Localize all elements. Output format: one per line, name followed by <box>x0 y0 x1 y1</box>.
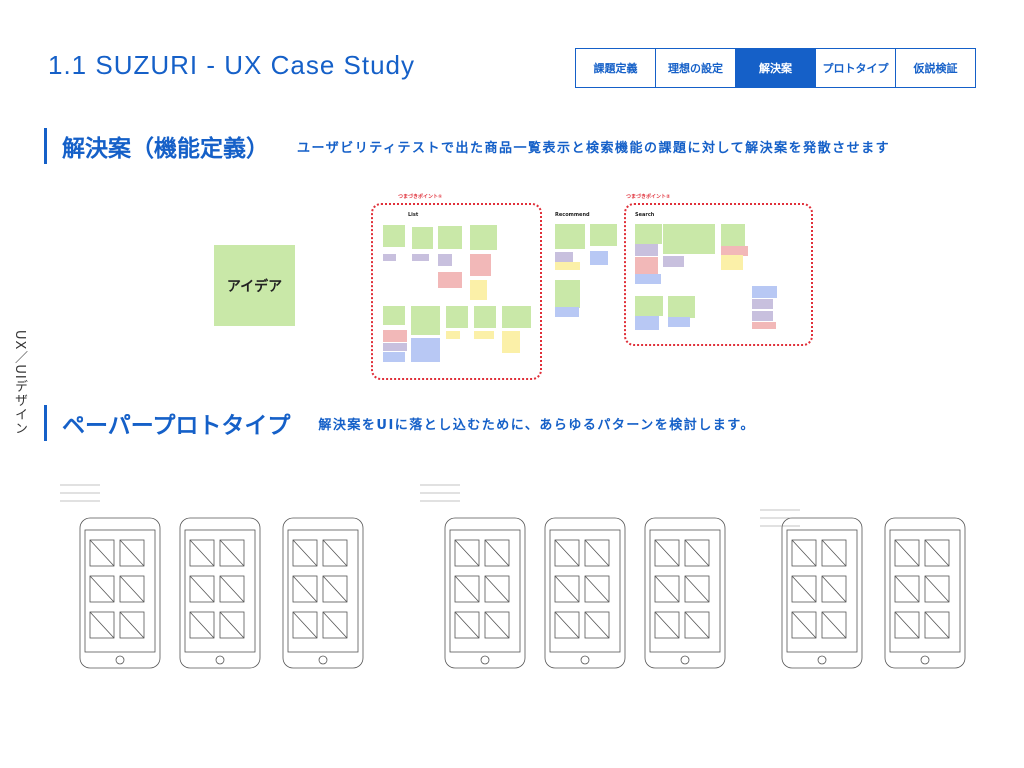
sticky-note-yellow <box>555 262 580 270</box>
section-heading-paper-prototype: ペーパープロトタイプ 解決案をUIに落とし込むために、あらゆるパターンを検討しま… <box>44 405 755 441</box>
sticky-note-green <box>438 226 462 249</box>
sticky-note-purple <box>412 254 429 261</box>
sticky-note-purple <box>752 311 773 321</box>
sticky-note-green <box>635 224 662 244</box>
idea-sticky: アイデア <box>214 245 295 326</box>
paper-prototype-sketches <box>60 484 966 669</box>
sticky-note-pink <box>635 257 658 274</box>
sticky-note-blue <box>635 316 659 330</box>
nav-tab-validation[interactable]: 仮説検証 <box>913 62 958 75</box>
sticky-note-blue <box>668 317 690 327</box>
phone-sketch <box>79 517 161 669</box>
group-frame <box>371 203 542 380</box>
sticky-note-green <box>383 306 405 325</box>
sticky-note-purple <box>752 299 773 309</box>
nav-tab-solution[interactable]: 解決案 <box>736 49 816 87</box>
section-description: ユーザビリティテストで出た商品一覧表示と検索機能の課題に対して解決案を発散させま… <box>297 140 891 156</box>
sticky-note-pink <box>383 330 407 342</box>
section-description: 解決案をUIに落とし込むために、あらゆるパターンを検討します。 <box>318 417 755 433</box>
sticky-note-green <box>635 296 663 316</box>
sticky-note-yellow <box>502 331 520 353</box>
column-label-recommend: Recommend <box>555 212 590 218</box>
sticky-note-green <box>446 306 468 328</box>
sticky-note-blue <box>590 251 608 265</box>
group-label: つまづきポイント① <box>398 194 443 200</box>
section-title: ペーパープロトタイプ <box>62 413 291 439</box>
sticky-note-blue <box>635 274 661 284</box>
nav-tab-problem[interactable]: 課題定義 <box>576 49 656 87</box>
sticky-note-green <box>668 296 695 318</box>
sticky-note-green <box>411 306 440 335</box>
sticky-note-green <box>555 280 580 308</box>
sticky-note-green <box>412 227 433 249</box>
group-frame <box>624 203 813 346</box>
group-label: つまづきポイント② <box>626 194 671 200</box>
sticky-note-yellow <box>474 331 494 339</box>
sticky-note-blue <box>411 338 440 362</box>
nav-tab-ideal[interactable]: 理想の設定 <box>656 49 736 87</box>
sticky-note-blue <box>555 307 579 317</box>
sticky-note-pink <box>470 254 491 276</box>
phone-sketch <box>644 517 726 669</box>
sticky-note-green <box>470 225 497 250</box>
phone-sketch <box>781 517 863 669</box>
sticky-note-purple <box>555 252 573 262</box>
phone-sketch <box>444 517 526 669</box>
sticky-note-blue <box>752 286 777 298</box>
sticky-note-green <box>721 224 745 246</box>
sticky-note-purple <box>383 254 396 261</box>
sticky-note-yellow <box>721 255 743 270</box>
section-heading-solution: 解決案（機能定義） ユーザビリティテストで出た商品一覧表示と検索機能の課題に対し… <box>44 128 890 164</box>
section-nav: 課題定義 理想の設定 解決案 プロトタイプ 仮説検証 <box>575 48 976 88</box>
phone-sketch <box>282 517 364 669</box>
sticky-note-purple <box>663 256 684 267</box>
sticky-note-green <box>474 306 496 328</box>
column-label-search: Search <box>635 212 655 218</box>
sticky-note-pink <box>438 272 462 288</box>
sticky-note-purple <box>635 244 658 256</box>
phone-sketch <box>179 517 261 669</box>
nav-tab-prototype[interactable]: プロトタイプ <box>816 49 896 87</box>
sketch-notes <box>420 484 460 502</box>
side-label: UX／UIデザイン <box>12 330 27 436</box>
sticky-note-green <box>555 224 585 249</box>
sticky-note-green <box>590 224 617 246</box>
sticky-note-green <box>383 225 405 247</box>
sticky-note-yellow <box>470 280 487 300</box>
sticky-note-pink <box>752 322 776 329</box>
column-label-list: List <box>408 212 419 218</box>
sticky-note-green <box>663 224 715 254</box>
sticky-note-green <box>502 306 531 328</box>
sketch-notes <box>760 509 800 527</box>
page-title: 1.1 SUZURI - UX Case Study <box>48 50 415 80</box>
phone-sketch <box>884 517 966 669</box>
sticky-note-yellow <box>446 331 460 339</box>
sticky-note-purple <box>383 343 407 351</box>
section-title: 解決案（機能定義） <box>62 136 269 162</box>
sketch-notes <box>60 484 100 502</box>
sticky-note-purple <box>438 254 452 266</box>
sticky-note-pink <box>721 246 748 256</box>
phone-sketch <box>544 517 626 669</box>
sticky-note-blue <box>383 352 405 362</box>
